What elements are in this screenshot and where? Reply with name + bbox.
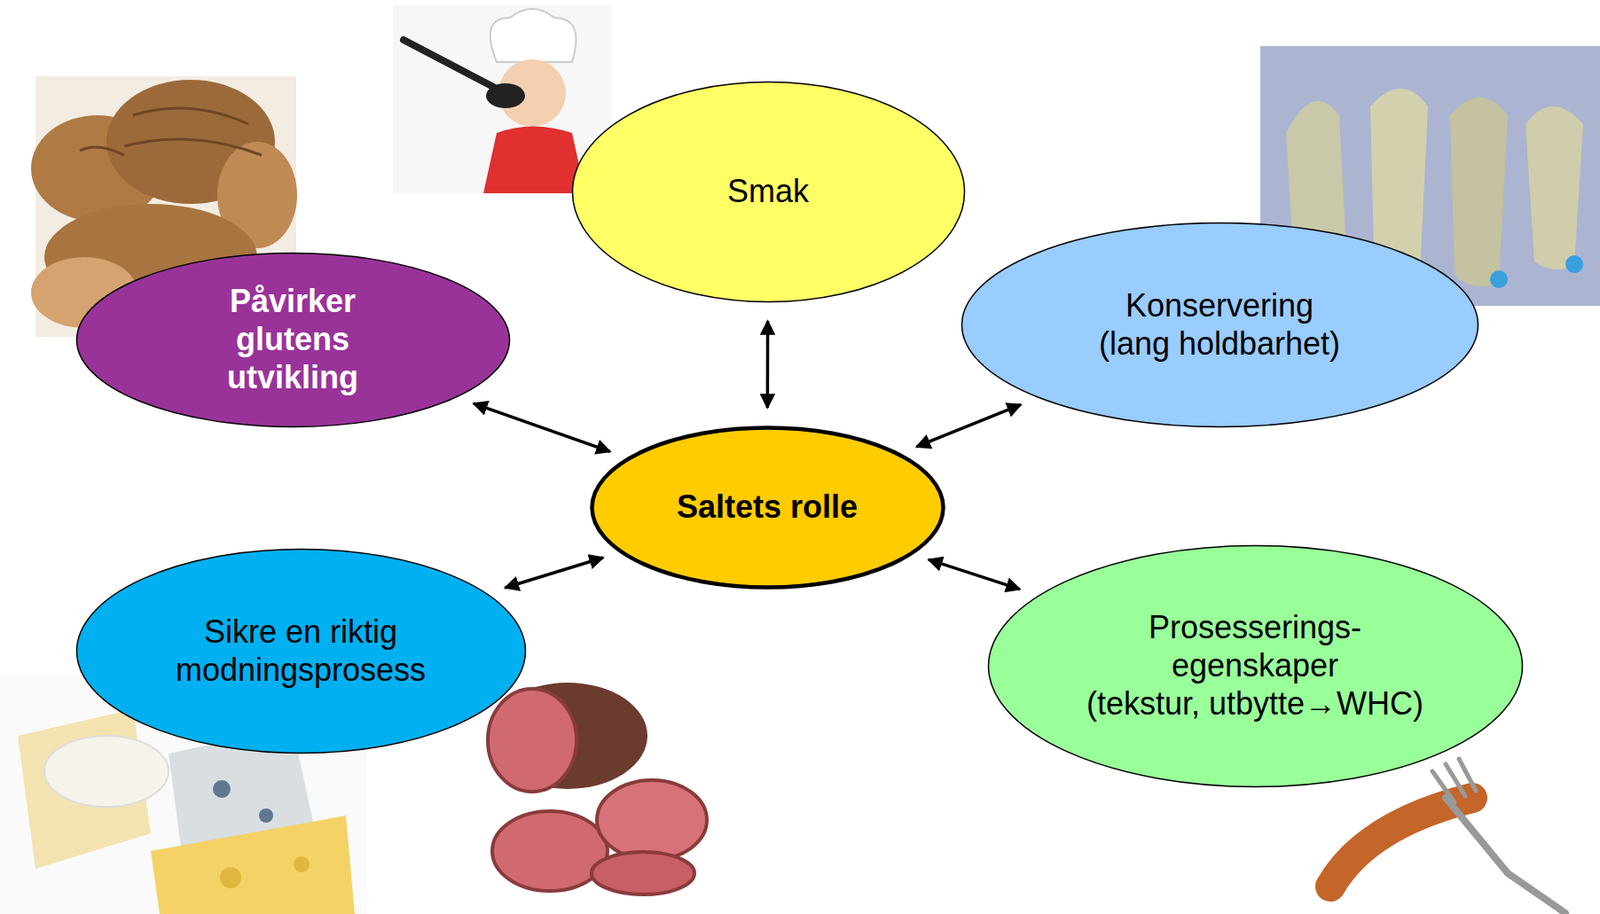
processing-ellipse: Prosesserings- egenskaper(tekstur, utbyt…: [988, 545, 1522, 787]
fish-fillet: [1450, 97, 1508, 287]
salami-slice: [596, 780, 707, 861]
ellipse-shape: [988, 545, 1522, 787]
node-label: (tekstur, utbytte→WHC): [1086, 685, 1424, 724]
camembert: [44, 736, 169, 808]
salami-slice: [492, 811, 608, 892]
node-label: Prosesserings- egenskaper: [1108, 608, 1402, 685]
ladle-handle: [403, 39, 497, 89]
chef-hat: [490, 8, 577, 63]
ellipse-shape: [76, 549, 526, 753]
cheese-hole: [293, 856, 310, 873]
preservation-ellipse: Konservering(lang holdbarhet): [961, 222, 1478, 427]
taste-ellipse: Smak: [572, 81, 965, 302]
node-content: Konservering(lang holdbarhet): [1098, 286, 1341, 363]
ellipse-outline: [75, 548, 527, 755]
node-label: Sikre en riktig modningsprosess: [175, 612, 426, 690]
double-arrow: [504, 557, 604, 589]
yellow-cheese: [150, 815, 355, 914]
ellipse-shape: [572, 81, 965, 302]
fork-handle: [1445, 798, 1566, 914]
central-ellipse: Saltets rolle: [591, 427, 943, 588]
chef-apron: [483, 126, 586, 195]
ellipse-shape: [591, 427, 943, 588]
double-arrow: [928, 559, 1020, 590]
sausage-picture: [1330, 759, 1566, 914]
sausage: [1330, 798, 1473, 887]
fish-fillet: [1525, 106, 1584, 270]
fish-tag: [1565, 255, 1584, 274]
double-arrow: [916, 404, 1021, 448]
node-content: Prosesserings- egenskaper(tekstur, utbyt…: [1086, 608, 1424, 724]
gluten-ellipse: Påvirker glutens utvikling: [76, 252, 510, 427]
ellipse-shape: [76, 252, 510, 427]
cheese-hole: [219, 867, 242, 889]
node-content: Saltets rolle: [676, 487, 858, 526]
salami-cut: [487, 689, 577, 793]
ellipse-shape: [961, 222, 1478, 427]
node-label: (lang holdbarhet): [1098, 324, 1341, 363]
fork-tines: [1432, 759, 1476, 803]
node-label: Påvirker glutens utvikling: [184, 282, 401, 398]
node-content: Sikre en riktig modningsprosess: [175, 612, 426, 690]
ripening-ellipse: Sikre en riktig modningsprosess: [76, 549, 526, 753]
ladle-bowl: [486, 83, 526, 109]
node-label: Konservering: [1125, 286, 1314, 325]
salami-picture: [487, 682, 707, 895]
blue-vein: [258, 808, 274, 824]
double-arrow: [766, 321, 770, 408]
double-arrow: [473, 403, 611, 452]
bread-crust: [79, 108, 262, 156]
node-content: Smak: [727, 172, 809, 211]
node-content: Påvirker glutens utvikling: [184, 282, 401, 398]
blue-vein: [212, 780, 231, 799]
fish-tag: [1490, 270, 1508, 289]
node-label: Smak: [727, 172, 809, 211]
salami-slice: [591, 852, 695, 895]
ellipse-outline: [960, 221, 1480, 429]
node-label: Saltets rolle: [676, 487, 858, 526]
